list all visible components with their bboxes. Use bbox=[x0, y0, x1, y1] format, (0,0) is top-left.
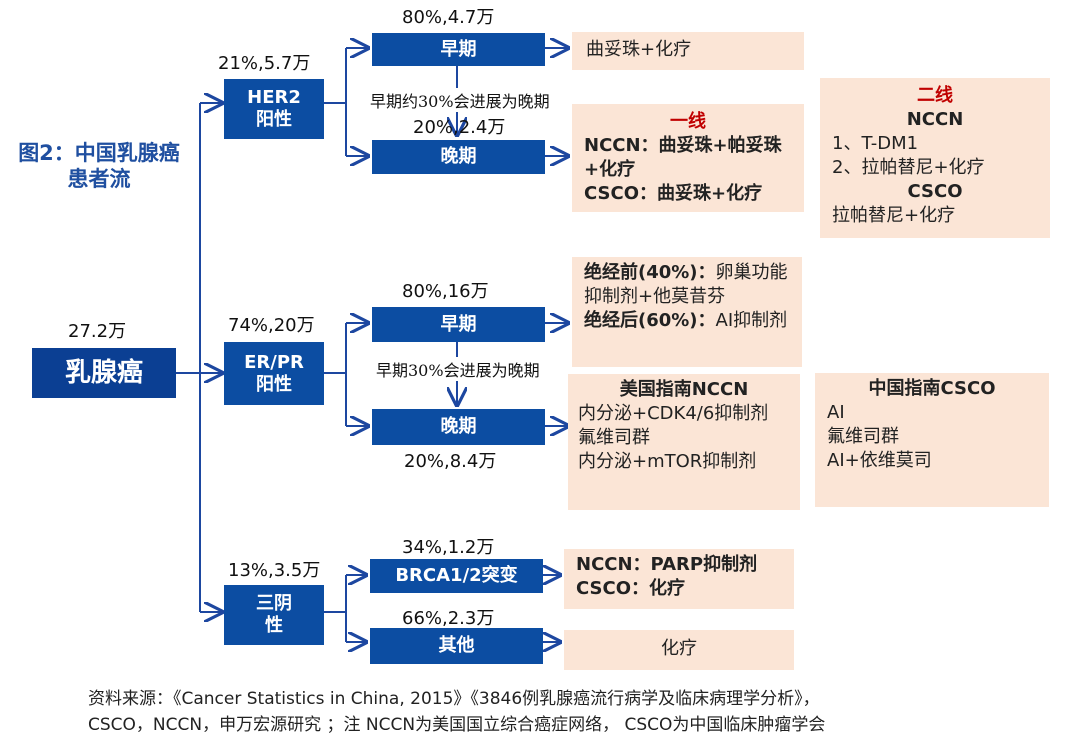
csco-guideline-item: 氟维司群 bbox=[827, 426, 899, 447]
brca-node: BRCA1/2突变 bbox=[370, 559, 543, 593]
erpr-progress-note: 早期30%会进展为晚期 bbox=[376, 357, 540, 381]
her2-nccn-line: NCCN：曲妥珠+帕妥珠+化疗 bbox=[584, 135, 782, 180]
second-line-nccn-title: NCCN bbox=[906, 109, 964, 130]
erpr-early-node: 早期 bbox=[372, 307, 545, 342]
second-line-nccn-item: 2、拉帕替尼+化疗 bbox=[832, 157, 985, 178]
brca-csco-line: CSCO：化疗 bbox=[576, 578, 686, 599]
her2-progress-note: 早期约30%会进展为晚期 bbox=[370, 88, 550, 112]
csco-guideline-item: AI bbox=[827, 402, 845, 423]
brca-pct: 34%,1.2万 bbox=[402, 537, 495, 558]
figure-title: 图2：中国乳腺癌患者流 bbox=[18, 141, 180, 191]
her2-csco-line: CSCO：曲妥珠+化疗 bbox=[584, 183, 763, 204]
brca-nccn-line: NCCN：PARP抑制剂 bbox=[576, 554, 758, 575]
erpr-late-node: 晚期 bbox=[372, 409, 545, 445]
second-line-csco-item: 拉帕替尼+化疗 bbox=[832, 205, 956, 226]
premenopause-label: 绝经前(40%)： bbox=[584, 262, 716, 283]
her2-first-line-box: 一线 NCCN：曲妥珠+帕妥珠+化疗 CSCO：曲妥珠+化疗 bbox=[572, 104, 804, 212]
first-line-title: 一线 bbox=[670, 111, 706, 132]
nccn-guideline-item: 氟维司群 bbox=[578, 427, 650, 448]
nccn-guideline-title: 美国指南NCCN bbox=[619, 379, 749, 400]
other-pct: 66%,2.3万 bbox=[402, 608, 495, 629]
erpr-early-box: 绝经前(40%)：卵巢功能抑制剂+他莫昔芬 绝经后(60%)：AI抑制剂 bbox=[572, 257, 802, 367]
nccn-guideline-box: 美国指南NCCN 内分泌+CDK4/6抑制剂 氟维司群 内分泌+mTOR抑制剂 bbox=[568, 374, 800, 510]
other-treatment-box: 化疗 bbox=[564, 630, 794, 670]
her2-late-node: 晚期 bbox=[372, 140, 545, 174]
her2-early-node: 早期 bbox=[372, 33, 545, 66]
her2-pct: 21%,5.7万 bbox=[218, 53, 311, 74]
tn-node: 三阴 性 bbox=[224, 585, 324, 645]
her2-node: HER2 阳性 bbox=[224, 79, 324, 139]
second-line-title: 二线 bbox=[917, 85, 953, 106]
tn-pct: 13%,3.5万 bbox=[228, 560, 321, 581]
her2-early-treatment: 曲妥珠+化疗 bbox=[572, 32, 804, 70]
erpr-late-pct: 20%,8.4万 bbox=[404, 451, 497, 472]
source-footer-line1: 资料来源：《Cancer Statistics in China, 2015》《… bbox=[88, 689, 820, 709]
source-footer-line2: CSCO，NCCN，申万宏源研究 ；注 NCCN为美国国立综合癌症网络， CSC… bbox=[88, 715, 826, 735]
her2-second-line-box: 二线 NCCN 1、T-DM1 2、拉帕替尼+化疗 CSCO 拉帕替尼+化疗 bbox=[820, 78, 1050, 238]
erpr-early-pct: 80%,16万 bbox=[402, 281, 489, 302]
second-line-nccn-item: 1、T-DM1 bbox=[832, 133, 919, 154]
root-node: 乳腺癌 bbox=[32, 348, 176, 398]
root-count: 27.2万 bbox=[68, 321, 127, 342]
csco-guideline-title: 中国指南CSCO bbox=[868, 378, 996, 399]
erpr-pct: 74%,20万 bbox=[228, 315, 315, 336]
premenopause-text: 卵巢功能抑制剂+他莫昔芬 bbox=[584, 262, 788, 307]
erpr-node: ER/PR 阳性 bbox=[224, 342, 324, 405]
postmenopause-label: 绝经后(60%)： bbox=[584, 310, 716, 331]
nccn-guideline-item: 内分泌+CDK4/6抑制剂 bbox=[578, 403, 769, 424]
nccn-guideline-item: 内分泌+mTOR抑制剂 bbox=[578, 451, 757, 472]
her2-late-pct: 20%,2.4万 bbox=[413, 117, 506, 138]
csco-guideline-item: AI+依维莫司 bbox=[827, 450, 932, 471]
second-line-csco-title: CSCO bbox=[907, 181, 963, 202]
csco-guideline-box: 中国指南CSCO AI 氟维司群 AI+依维莫司 bbox=[815, 373, 1049, 507]
her2-early-pct: 80%,4.7万 bbox=[402, 7, 495, 28]
brca-treatment-box: NCCN：PARP抑制剂 CSCO：化疗 bbox=[564, 549, 794, 609]
other-node: 其他 bbox=[370, 628, 543, 664]
postmenopause-text: AI抑制剂 bbox=[715, 310, 788, 331]
